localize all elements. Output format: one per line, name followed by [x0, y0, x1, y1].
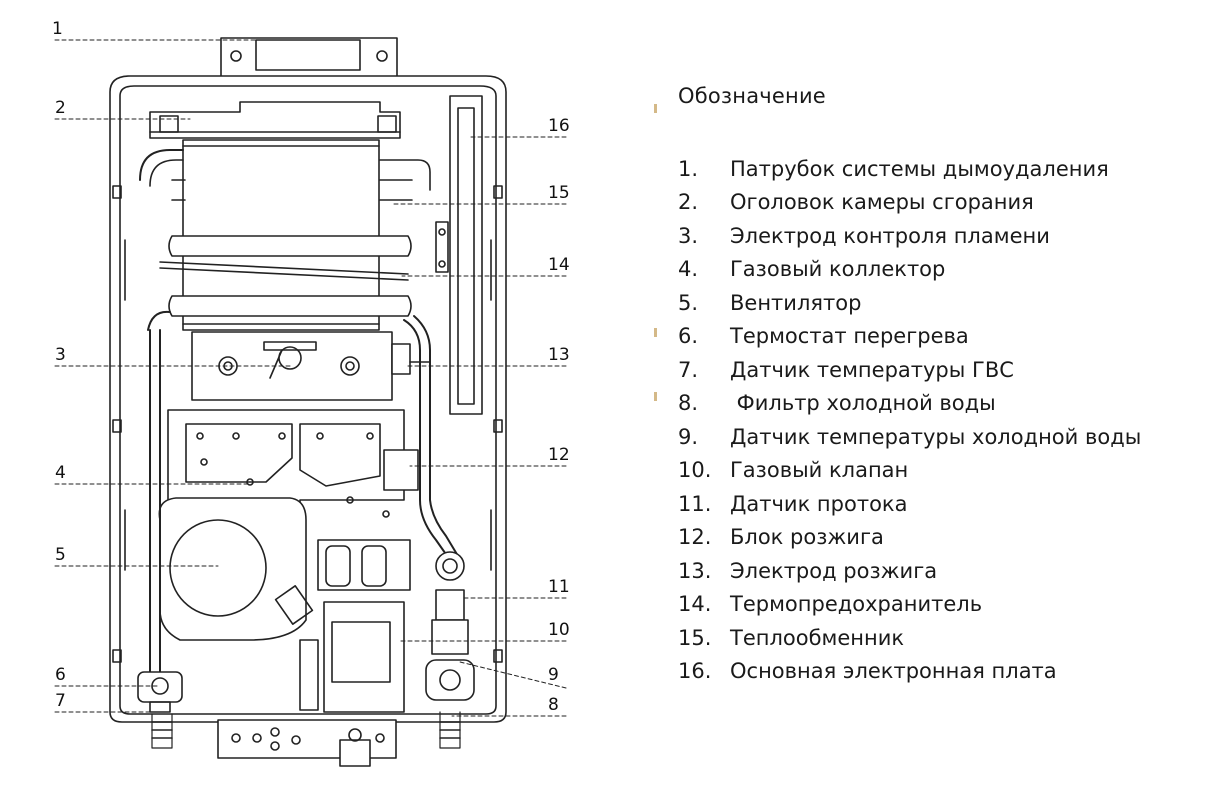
water-heater-diagram: 1 2 3 4 5 6 7 16 15 14 13 12 11 10 9 8 [52, 19, 570, 767]
leader-lines [54, 39, 567, 717]
legend-label: Оголовок камеры сгорания [730, 190, 1034, 215]
legend: Обозначение 1. Патрубок системы дымоудале… [672, 84, 1202, 688]
legend-tick [654, 392, 657, 401]
legend-num: 8. [678, 391, 699, 416]
legend-item: 5. Вентилятор [672, 286, 1202, 320]
legend-label: Датчик температуры ГВС [730, 357, 1014, 382]
callout-3: 3 [55, 345, 66, 365]
legend-num: 5. [678, 290, 699, 315]
legend-label: Газовый клапан [730, 458, 909, 483]
legend-tick [654, 104, 657, 113]
legend-item: 2. Оголовок камеры сгорания [672, 186, 1202, 220]
legend-tick [654, 328, 657, 337]
flue-bracket [220, 37, 398, 81]
legend-item: 4. Газовый коллектор [672, 253, 1202, 287]
legend-list: 1. Патрубок системы дымоудаления 2. Оголов… [672, 152, 1202, 688]
legend-label: Блок розжига [730, 525, 884, 550]
legend-item: 14. Термопредохранитель [672, 588, 1202, 622]
right-pipe [403, 315, 475, 749]
legend-num: 7. [678, 357, 699, 382]
callout-1: 1 [52, 19, 63, 39]
legend-item: 9. Датчик температуры холодной воды [672, 420, 1202, 454]
callout-7: 7 [55, 691, 66, 711]
callout-4: 4 [55, 463, 66, 483]
legend-num: 2. [678, 190, 699, 215]
legend-item: 13. Электрод розжига [672, 554, 1202, 588]
legend-item: 11. Датчик протока [672, 487, 1202, 521]
legend-item: 16. Основная электронная плата [672, 655, 1202, 689]
legend-label: Основная электронная плата [730, 659, 1057, 684]
heat-exchanger [139, 139, 431, 331]
legend-title: Обозначение [678, 84, 826, 108]
combustion-head [149, 101, 401, 139]
legend-label: Термопредохранитель [730, 592, 983, 617]
legend-item: 15. Теплообменник [672, 621, 1202, 655]
legend-label: Термостат перегрева [730, 324, 969, 349]
gas-valve [299, 539, 411, 713]
legend-item: 6. Термостат перегрева [672, 320, 1202, 354]
callout-13: 13 [548, 345, 570, 365]
legend-num: 13. [678, 558, 712, 583]
legend-label: Датчик протока [730, 491, 908, 516]
legend-label: Датчик температуры холодной воды [730, 424, 1142, 449]
legend-label: Газовый коллектор [730, 257, 946, 282]
callout-14: 14 [548, 255, 570, 275]
legend-label: Патрубок системы дымоудаления [730, 156, 1109, 181]
burner [191, 331, 431, 401]
callout-11: 11 [548, 577, 570, 597]
callout-5: 5 [55, 545, 66, 565]
legend-label: Теплообменник [730, 625, 905, 650]
callout-12: 12 [548, 445, 570, 465]
callout-9: 9 [548, 665, 559, 685]
callout-6: 6 [55, 665, 66, 685]
legend-item: 10. Газовый клапан [672, 454, 1202, 488]
legend-num: 9. [678, 424, 699, 449]
callout-2: 2 [55, 98, 66, 118]
legend-num: 14. [678, 592, 712, 617]
legend-num: 16. [678, 659, 712, 684]
legend-num: 3. [678, 223, 699, 248]
legend-label: Электрод контроля пламени [730, 223, 1050, 248]
legend-item: 7. Датчик температуры ГВС [672, 353, 1202, 387]
legend-num: 1. [678, 156, 699, 181]
legend-num: 10. [678, 458, 712, 483]
legend-item: 8. Фильтр холодной воды [672, 387, 1202, 421]
callout-8: 8 [548, 695, 559, 715]
callout-16: 16 [548, 116, 570, 136]
legend-num: 15. [678, 625, 712, 650]
legend-label: Вентилятор [730, 290, 862, 315]
legend-num: 4. [678, 257, 699, 282]
legend-item: 3. Электрод контроля пламени [672, 219, 1202, 253]
legend-num: 11. [678, 491, 712, 516]
legend-label: Электрод розжига [730, 558, 938, 583]
main-board [435, 95, 483, 415]
legend-item: 12. Блок розжига [672, 521, 1202, 555]
legend-num: 12. [678, 525, 712, 550]
legend-item: 1. Патрубок системы дымоудаления [672, 152, 1202, 186]
left-pipe [137, 310, 183, 749]
bottom-bracket [217, 719, 397, 767]
fan [158, 497, 314, 641]
legend-label: Фильтр холодной воды [730, 391, 996, 416]
callout-10: 10 [548, 620, 570, 640]
callout-15: 15 [548, 183, 570, 203]
legend-num: 6. [678, 324, 699, 349]
